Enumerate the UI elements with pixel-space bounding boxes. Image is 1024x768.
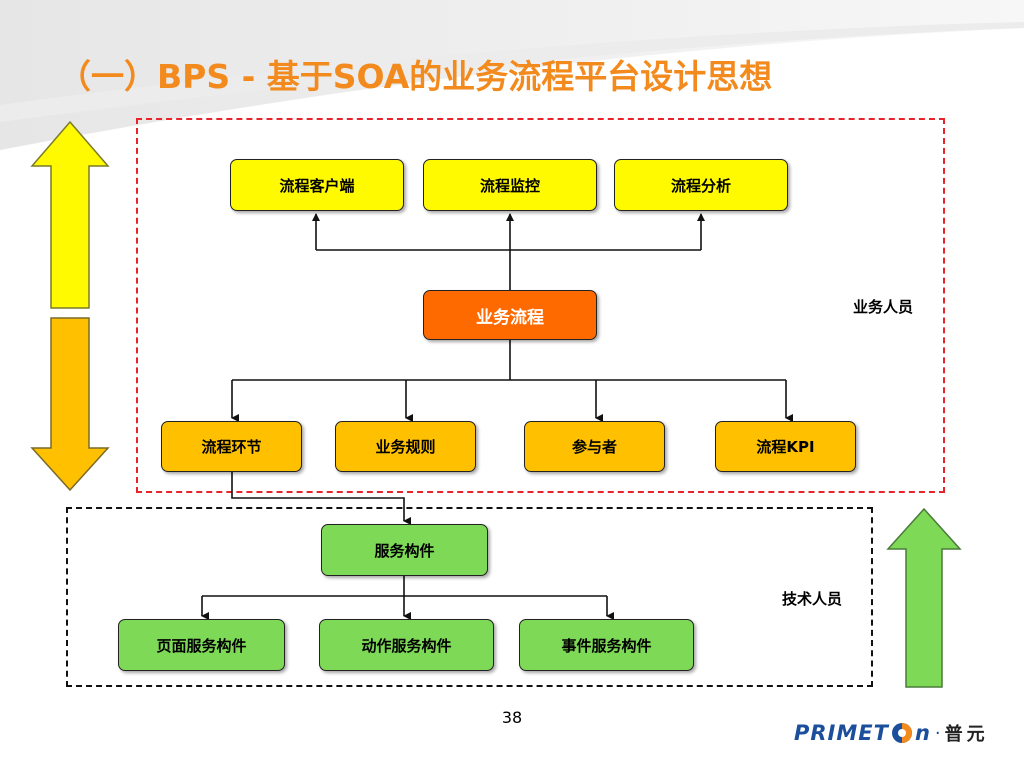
up-arrow-green — [886, 507, 962, 688]
up-arrow-yellow — [30, 120, 110, 309]
node-business-process: 业务流程 — [423, 290, 597, 340]
technical-frame — [66, 507, 873, 687]
logo-wordmark-right: n — [914, 721, 931, 745]
business-frame — [136, 118, 945, 493]
node-process-client: 流程客户端 — [230, 159, 404, 211]
logo-dot: · — [934, 722, 941, 744]
node-service-component: 服务构件 — [321, 524, 488, 576]
logo-chinese: 普元 — [944, 724, 989, 745]
node-business-rules: 业务规则 — [335, 421, 476, 472]
logo-o-icon — [891, 723, 912, 743]
label-business-staff: 业务人员 — [853, 298, 914, 316]
node-action-service-component: 动作服务构件 — [319, 619, 494, 671]
node-page-service-component: 页面服务构件 — [118, 619, 285, 671]
label-technical-staff: 技术人员 — [782, 590, 843, 608]
primeton-logo: PRIMET n · 普元 — [794, 716, 989, 750]
node-event-service-component: 事件服务构件 — [519, 619, 694, 671]
page-number: 38 — [501, 708, 523, 727]
logo-wordmark-left: PRIMET — [794, 721, 889, 745]
up-down-arrow — [30, 120, 110, 492]
node-process-monitor: 流程监控 — [423, 159, 597, 211]
node-process-step: 流程环节 — [161, 421, 302, 472]
node-process-analysis: 流程分析 — [614, 159, 788, 211]
page-title: （一）BPS - 基于SOA的业务流程平台设计思想 — [58, 57, 773, 96]
node-process-kpi: 流程KPI — [715, 421, 856, 472]
down-arrow-amber — [30, 317, 110, 492]
node-participants: 参与者 — [524, 421, 665, 472]
